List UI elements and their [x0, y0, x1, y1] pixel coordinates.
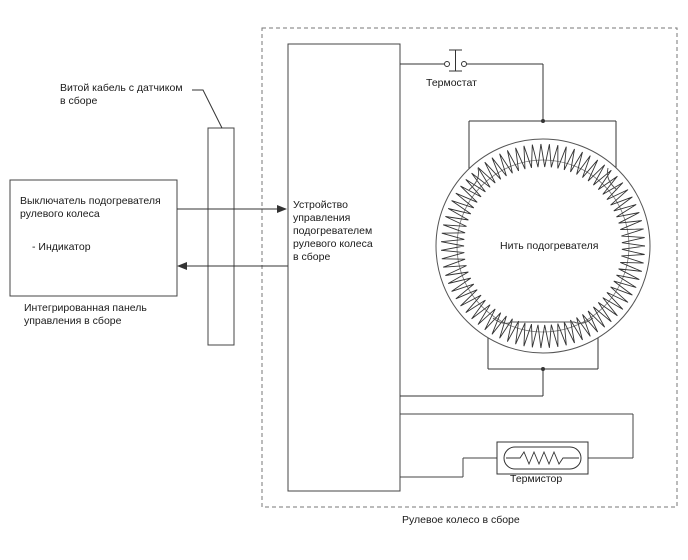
- heater-element: [435, 138, 651, 354]
- thermostat-label: Термостат: [426, 77, 477, 89]
- thermostat-symbol: [400, 49, 544, 121]
- thermistor-label: Термистор: [510, 473, 563, 485]
- heater-switch-label: Выключатель подогревателя рулевого колес…: [20, 195, 161, 220]
- steering-wheel-assembly-boundary: [261, 27, 678, 508]
- steering-wheel-assembly-label: Рулевое колесо в сборе: [402, 514, 520, 526]
- heater-top-terminal: [468, 119, 617, 172]
- twisted-cable-block: [207, 127, 235, 346]
- indicator-label: - Индикатор: [32, 241, 91, 253]
- twisted-cable-leader-line: [192, 89, 223, 129]
- integrated-panel-label: Интегрированная панель управления в сбор…: [24, 302, 147, 327]
- control-unit-box: [287, 43, 401, 492]
- heater-filament-path: [441, 143, 646, 349]
- integrated-panel-box: [9, 179, 178, 297]
- control-unit-label: Устройство управления подогревателем рул…: [293, 199, 373, 263]
- thermistor-wiring: [400, 413, 634, 478]
- thermistor-symbol: [496, 441, 589, 475]
- twisted-cable-label: Витой кабель с датчиком в сборе: [60, 82, 183, 107]
- heater-wire-label: Нить подогревателя: [500, 240, 599, 252]
